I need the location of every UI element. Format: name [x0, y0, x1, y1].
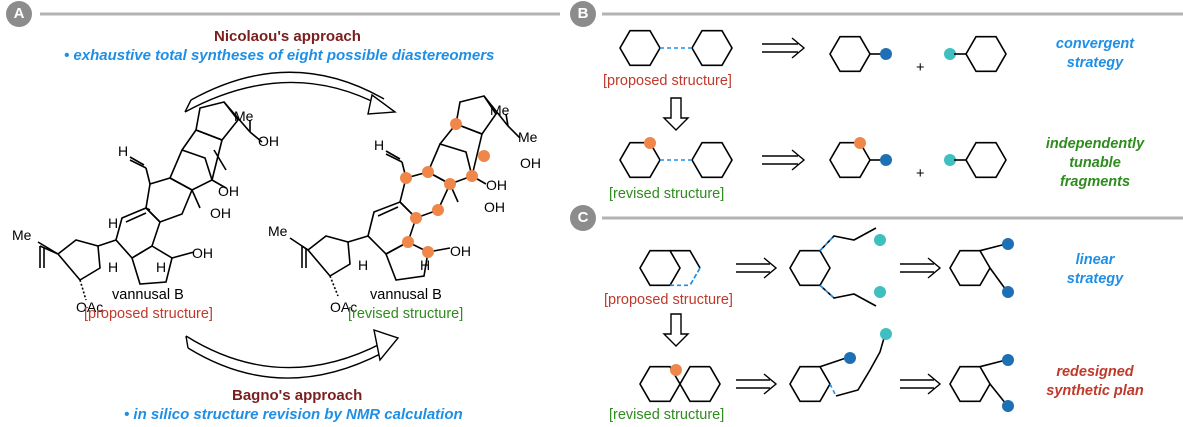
svg-text:OH: OH: [450, 243, 471, 259]
bagno-approach-title: Bagno's approach: [232, 387, 363, 404]
strategy-line: strategy: [1066, 271, 1124, 287]
left-compound-status: [proposed structure]: [84, 306, 213, 322]
c-retro-arrow-2: [900, 257, 942, 279]
vannusal-b-revised-atoms: Me H Me Me OH OH OH OH H H OAc: [268, 102, 541, 315]
c-redesigned-intermediate: [789, 328, 892, 403]
independently-tunable-label: independently tunable fragments: [1030, 135, 1160, 192]
svg-text:Me: Me: [234, 108, 254, 124]
svg-text:OAc: OAc: [330, 299, 357, 315]
bagno-approach-subtitle: • in silico structure revision by NMR ca…: [124, 406, 463, 423]
revised-stereocenter-markers: [400, 118, 490, 258]
top-curved-arrow: [184, 71, 397, 115]
svg-text:H: H: [118, 143, 128, 159]
svg-text:H: H: [420, 257, 430, 273]
b-plus-1: +: [916, 60, 925, 76]
strategy-line: synthetic plan: [1046, 383, 1144, 399]
b-down-arrow: [662, 97, 690, 131]
c-revised-structure: [639, 364, 721, 403]
c-linear-intermediate: [789, 227, 886, 307]
vannusal-b-revised-structure: [289, 95, 521, 297]
bottom-curved-arrow: [185, 328, 400, 379]
svg-text:OH: OH: [258, 133, 279, 149]
strategy-line: redesigned: [1056, 364, 1134, 380]
strategy-line: tunable: [1069, 155, 1121, 171]
c-proposed-structure: [639, 249, 701, 287]
b-revised-label: [revised structure]: [609, 186, 725, 202]
svg-text:OH: OH: [218, 183, 239, 199]
b-fragment-1b: [944, 35, 1007, 73]
strategy-line: convergent: [1055, 36, 1135, 52]
left-compound-name: vannusal B: [112, 287, 184, 303]
b-retro-arrow-1: [762, 37, 806, 59]
svg-text:Me: Me: [518, 129, 538, 145]
svg-text:Me: Me: [12, 227, 32, 243]
b-revised-structure: [619, 137, 733, 179]
panel-c-badge: C: [570, 205, 596, 231]
b-retro-arrow-2: [762, 149, 806, 171]
nicolaou-approach-subtitle: • exhaustive total syntheses of eight po…: [64, 47, 495, 64]
svg-text:OH: OH: [520, 155, 541, 171]
panel-a-badge: A: [6, 1, 32, 27]
b-plus-2: +: [916, 166, 925, 182]
svg-text:OH: OH: [192, 245, 213, 261]
svg-text:OH: OH: [210, 205, 231, 221]
strategy-line: independently: [1045, 136, 1145, 152]
convergent-strategy-label: convergent strategy: [1040, 35, 1150, 73]
c-down-arrow: [662, 313, 690, 347]
c-retro-arrow-4: [900, 373, 942, 395]
strategy-line: fragments: [1059, 174, 1131, 190]
c-fragment-1: [949, 238, 1014, 298]
vannusal-b-proposed-structure: [37, 101, 263, 301]
svg-text:OH: OH: [486, 177, 507, 193]
svg-text:Me: Me: [490, 102, 510, 118]
right-compound-name: vannusal B: [370, 287, 442, 303]
strategy-line: linear: [1075, 252, 1115, 268]
c-fragment-2: [949, 354, 1014, 412]
c-proposed-label: [proposed structure]: [604, 292, 733, 308]
svg-text:OAc: OAc: [76, 299, 103, 315]
c-retro-arrow-3: [736, 373, 778, 395]
b-fragment-1a: [829, 35, 892, 73]
linear-strategy-label: linear strategy: [1040, 251, 1150, 289]
svg-text:H: H: [108, 215, 118, 231]
right-compound-status: [revised structure]: [348, 306, 464, 322]
vannusal-b-proposed-atoms: Me H Me OH OH OH OH H H H OAc: [12, 108, 279, 315]
b-proposed-structure: [619, 29, 733, 67]
strategy-line: strategy: [1066, 55, 1124, 71]
b-proposed-label: [proposed structure]: [603, 73, 732, 89]
svg-text:H: H: [156, 259, 166, 275]
svg-text:H: H: [108, 259, 118, 275]
svg-text:H: H: [358, 257, 368, 273]
c-retro-arrow-1: [736, 257, 778, 279]
panel-b-badge: B: [570, 1, 596, 27]
b-fragment-2a: [829, 137, 892, 179]
svg-text:H: H: [374, 137, 384, 153]
b-fragment-2b: [944, 141, 1007, 179]
svg-text:OH: OH: [484, 199, 505, 215]
c-revised-label: [revised structure]: [609, 407, 725, 423]
nicolaou-approach-title: Nicolaou's approach: [214, 28, 361, 45]
svg-text:Me: Me: [268, 223, 288, 239]
redesigned-synthetic-plan-label: redesigned synthetic plan: [1030, 363, 1160, 401]
